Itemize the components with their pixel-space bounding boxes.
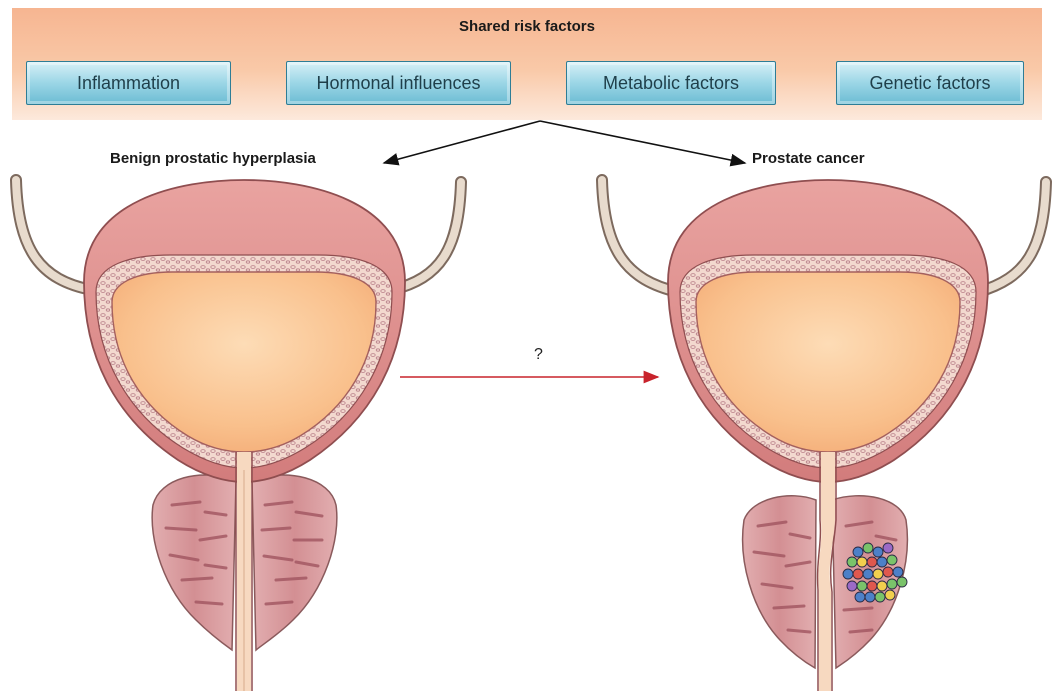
branch-arrows bbox=[384, 121, 745, 163]
bph-anatomy bbox=[16, 180, 461, 691]
prostate-cancer-anatomy bbox=[602, 180, 1046, 691]
